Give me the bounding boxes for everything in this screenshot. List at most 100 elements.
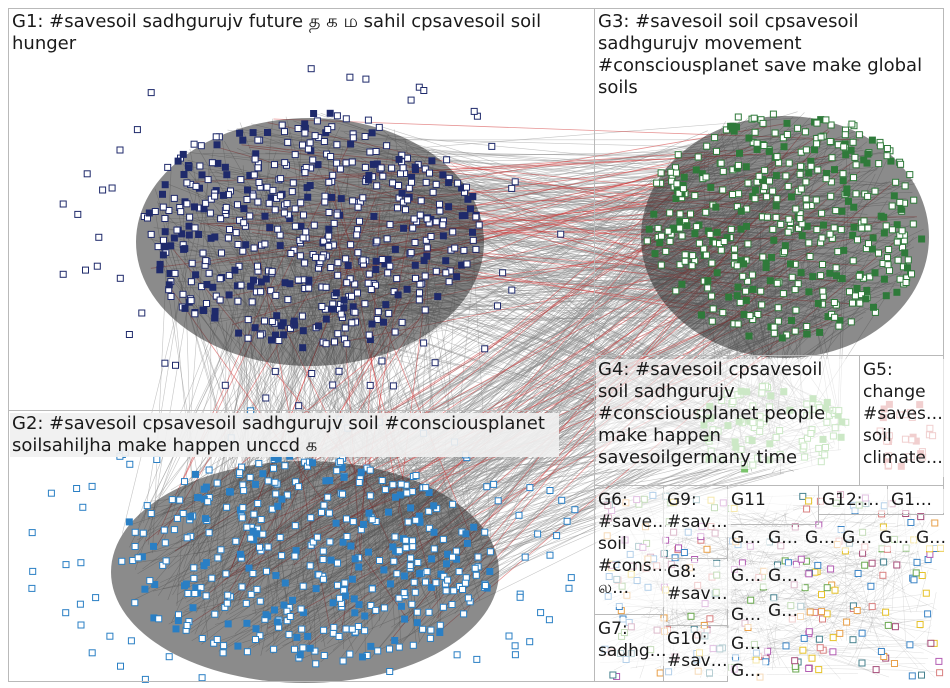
node — [373, 160, 381, 168]
edge — [757, 541, 849, 651]
node — [422, 178, 430, 186]
node — [454, 179, 462, 187]
node — [159, 190, 166, 198]
node — [827, 565, 835, 573]
node — [281, 128, 288, 136]
node — [234, 297, 242, 305]
node — [211, 314, 219, 322]
node — [854, 570, 862, 577]
node — [797, 555, 805, 563]
group-label-small-5: G… — [877, 527, 915, 551]
group-label-small-2: G… — [766, 527, 804, 551]
node — [849, 636, 857, 644]
node — [348, 158, 356, 166]
node — [269, 186, 277, 194]
node — [461, 212, 469, 220]
node — [337, 195, 345, 203]
node — [183, 179, 191, 187]
node — [432, 267, 440, 275]
node — [289, 179, 297, 187]
node — [467, 205, 474, 213]
node — [251, 324, 259, 332]
node — [423, 252, 431, 260]
node — [305, 277, 313, 285]
node — [808, 654, 816, 662]
node — [180, 171, 188, 178]
node — [912, 569, 920, 577]
node — [423, 215, 431, 223]
node — [879, 571, 887, 579]
node — [877, 648, 885, 655]
node — [472, 245, 480, 253]
edge — [895, 625, 932, 659]
node — [267, 287, 275, 295]
node — [342, 255, 350, 263]
node — [268, 267, 276, 275]
node — [220, 191, 227, 199]
node — [872, 666, 880, 674]
node — [891, 623, 899, 631]
node — [216, 275, 224, 283]
node — [372, 266, 380, 273]
node — [354, 249, 362, 257]
node — [451, 244, 459, 252]
node — [264, 129, 271, 136]
edge — [757, 586, 900, 671]
edge — [830, 495, 886, 634]
node — [179, 290, 187, 298]
nodes-layer — [28, 65, 944, 683]
node — [411, 261, 419, 269]
edge — [925, 592, 937, 647]
node — [179, 150, 187, 158]
node — [333, 211, 341, 219]
edge — [726, 499, 937, 610]
node — [893, 561, 901, 569]
node — [843, 618, 851, 626]
node — [277, 322, 285, 330]
node — [301, 129, 309, 137]
node — [225, 271, 233, 279]
node — [183, 200, 191, 208]
edge — [849, 643, 928, 646]
node — [192, 182, 200, 190]
node — [884, 621, 892, 629]
node — [250, 171, 258, 179]
node — [326, 109, 334, 117]
node — [927, 639, 935, 647]
node — [287, 250, 295, 257]
node — [284, 296, 292, 304]
group-label-g6: G6: #save… soil #cons… ல… — [596, 489, 666, 607]
node — [463, 183, 470, 191]
node — [442, 257, 450, 265]
node — [936, 669, 944, 677]
node — [394, 291, 402, 299]
group-label-small-10: G… — [729, 604, 767, 628]
node — [341, 324, 349, 332]
node — [359, 194, 367, 202]
node — [271, 161, 278, 169]
node — [408, 178, 415, 186]
node — [294, 125, 302, 132]
edge — [746, 629, 890, 678]
node — [861, 561, 869, 569]
node — [294, 276, 302, 284]
node — [254, 136, 262, 144]
node — [475, 221, 483, 229]
node — [310, 221, 318, 229]
node — [858, 659, 866, 667]
node — [261, 240, 269, 248]
node — [384, 269, 392, 277]
node — [421, 165, 429, 173]
node — [829, 648, 837, 656]
node — [291, 151, 299, 159]
node — [298, 312, 306, 320]
node — [831, 586, 839, 594]
node — [868, 559, 876, 567]
node — [211, 192, 219, 200]
node — [300, 211, 307, 219]
node — [197, 142, 205, 150]
group-label-g12: G12:… — [820, 489, 890, 513]
node — [187, 278, 195, 286]
node — [198, 171, 206, 179]
